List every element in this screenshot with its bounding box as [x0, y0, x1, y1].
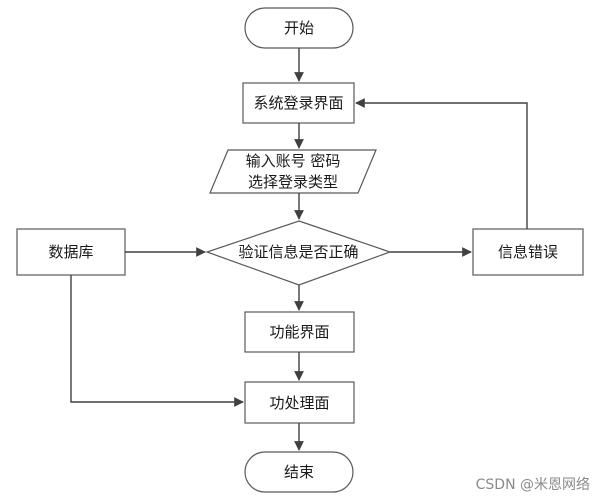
- input-node: [209, 149, 377, 194]
- end-label: 结束: [283, 463, 314, 481]
- verify-label: 验证信息是否正确: [238, 243, 359, 261]
- login-page-label: 系统登录界面: [253, 94, 344, 112]
- database-label: 数据库: [48, 243, 94, 261]
- login-page-node: [242, 82, 355, 124]
- error-node: [472, 228, 584, 276]
- function-page-label: 功能界面: [269, 323, 330, 341]
- start-label: 开始: [283, 19, 314, 37]
- edge-database-to-process: [70, 275, 244, 407]
- error-label: 信息错误: [497, 243, 558, 261]
- edge-error-to-login: [355, 98, 528, 229]
- input-label-line2: 选择登录类型: [247, 173, 338, 191]
- process-page-label: 功处理面: [269, 394, 330, 412]
- end-node: [244, 451, 354, 493]
- csdn-watermark: CSDN @米恩网络: [475, 477, 590, 493]
- input-label-line1: 输入账号 密码: [245, 152, 341, 170]
- process-page-node: [244, 381, 355, 424]
